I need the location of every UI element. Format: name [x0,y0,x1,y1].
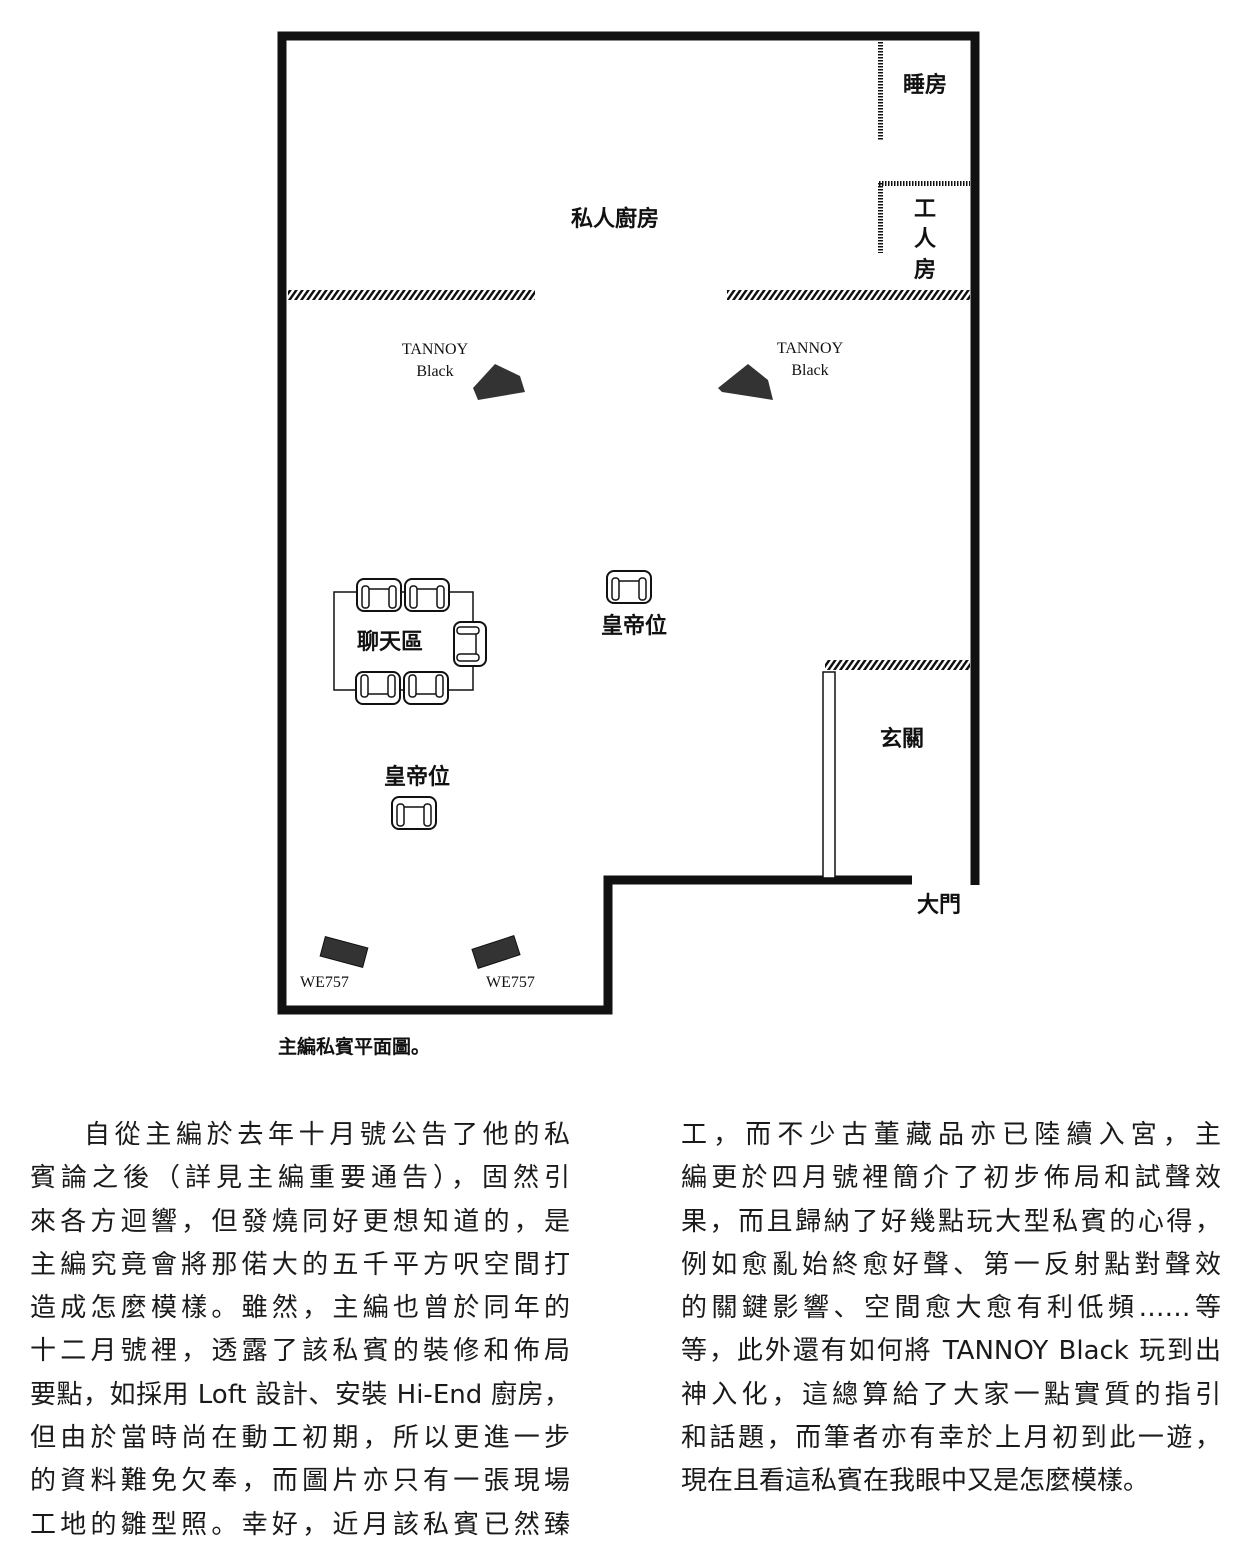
we757-speaker-right [471,935,521,969]
we757-left-label: WE757 [300,974,349,991]
tannoy-speaker-right [718,364,773,400]
text-line: 現在且看這私賓在我眼中又是怎麼模樣。 [681,1466,1150,1497]
servant-room-wall-top [878,181,970,186]
text-line: 例如愈亂始終愈好聲、第一反射點對聲效 [681,1249,1221,1280]
text-line: 神入化，這總算給了大家一點實質的指引 [681,1379,1221,1410]
servant-room-label-3: 房 [914,257,936,283]
floor-plan: 睡房 工 人 房 私人廚房 聊天區 皇帝位 皇帝位 玄關 大門 TANNOY B… [277,31,980,1015]
text-line: 工，而不少古董藏品亦已陸續入宮，主 [681,1120,1221,1150]
main-door-label: 大門 [917,892,961,918]
text-line: 等，此外還有如何將 TANNOY Black 玩到出 [681,1336,1221,1367]
we757-right-label: WE757 [486,974,535,991]
outer-wall [277,31,980,1015]
emperor-seat-label: 皇帝位 [601,613,667,639]
text-line: 來各方迴響，但發燒同好更想知道的，是 [30,1206,570,1237]
text-line: 賓論之後（詳見主編重要通告），固然引 [30,1163,570,1194]
tannoy-speaker-left [473,364,525,400]
tannoy-left-model: Black [416,363,453,380]
text-line: 十二月號裡，透露了該私賓的裝修和佈局 [30,1336,570,1367]
text-line: 自從主編於去年十月號公告了他的私 [84,1120,570,1150]
text-line: 工地的雛型照。幸好，近月該私賓已然臻 [30,1509,570,1540]
text-line: 編更於四月號裡簡介了初步佈局和試聲效 [681,1163,1221,1194]
kitchen-partition-left [288,290,535,300]
servant-room-label-1: 工 [914,196,936,222]
foyer-partition [825,660,970,670]
emperor-seat-chair [606,570,652,604]
tannoy-right-label: TANNOY [777,340,844,357]
text-line: 但由於當時尚在動工初期，所以更進一步 [30,1423,570,1454]
tannoy-left-label: TANNOY [402,341,469,358]
armchair [453,621,487,667]
we757-speaker-left [319,936,369,968]
text-line: 的資料難免欠奉，而圖片亦只有一張現場 [30,1466,570,1497]
armchair [355,671,401,705]
private-kitchen-label: 私人廚房 [571,206,659,232]
text-line: 主編究竟會將那偌大的五千平方呎空間打 [30,1249,570,1280]
foyer-wall [822,671,836,879]
lounge-label: 聊天區 [357,629,423,655]
bedroom-wall [878,42,883,140]
servant-room-wall-side [878,183,883,253]
emperor-seat-label: 皇帝位 [384,764,450,790]
emperor-seat-chair [391,796,437,830]
armchair [356,578,402,612]
text-line: 要點，如採用 Loft 設計、安裝 Hi-End 廚房， [30,1379,570,1410]
text-line: 造成怎麼模樣。雖然，主編也曾於同年的 [30,1293,570,1324]
foyer-label: 玄關 [880,726,924,752]
article-column-right: 工，而不少古董藏品亦已陸續入宮，主 編更於四月號裡簡介了初步佈局和試聲效 果，而… [681,1114,1221,1504]
armchair [403,671,449,705]
text-line: 和話題，而筆者亦有幸於上月初到此一遊， [681,1423,1221,1454]
text-line: 的關鍵影響、空間愈大愈有利低頻……等 [681,1293,1221,1324]
tannoy-right-model: Black [791,362,828,379]
article-column-left: 自從主編於去年十月號公告了他的私 賓論之後（詳見主編重要通告），固然引 來各方迴… [30,1114,570,1547]
servant-room-label-2: 人 [914,226,936,252]
text-line: 果，而且歸納了好幾點玩大型私賓的心得， [681,1206,1221,1237]
bedroom-label: 睡房 [903,72,947,98]
armchair [404,578,450,612]
kitchen-partition-right [727,290,970,300]
figure-caption: 主編私賓平面圖。 [278,1036,431,1058]
